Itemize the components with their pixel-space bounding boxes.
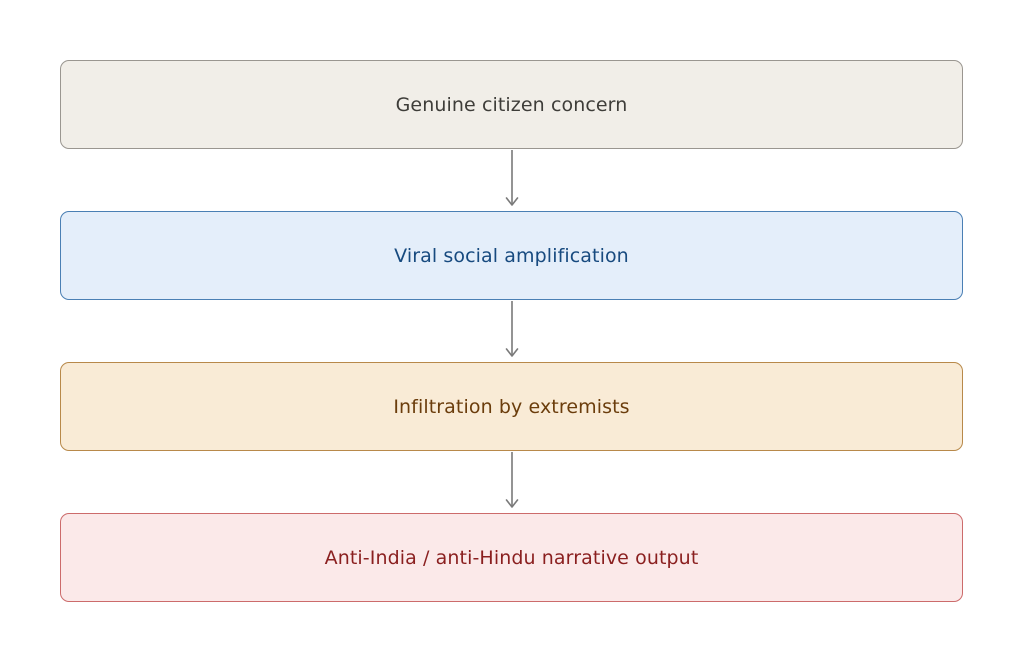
stage-label: Viral social amplification: [394, 244, 629, 267]
stage-viral-social-amplification: Viral social amplification: [60, 211, 963, 300]
stage-genuine-citizen-concern: Genuine citizen concern: [60, 60, 963, 149]
stage-label: Infiltration by extremists: [393, 395, 630, 418]
down-arrow-icon: [505, 452, 519, 508]
down-arrow-icon: [505, 150, 519, 206]
stage-narrative-output: Anti-India / anti-Hindu narrative output: [60, 513, 963, 602]
stage-label: Genuine citizen concern: [395, 93, 628, 116]
stage-label: Anti-India / anti-Hindu narrative output: [324, 546, 699, 569]
down-arrow-icon: [505, 301, 519, 357]
stage-infiltration-by-extremists: Infiltration by extremists: [60, 362, 963, 451]
